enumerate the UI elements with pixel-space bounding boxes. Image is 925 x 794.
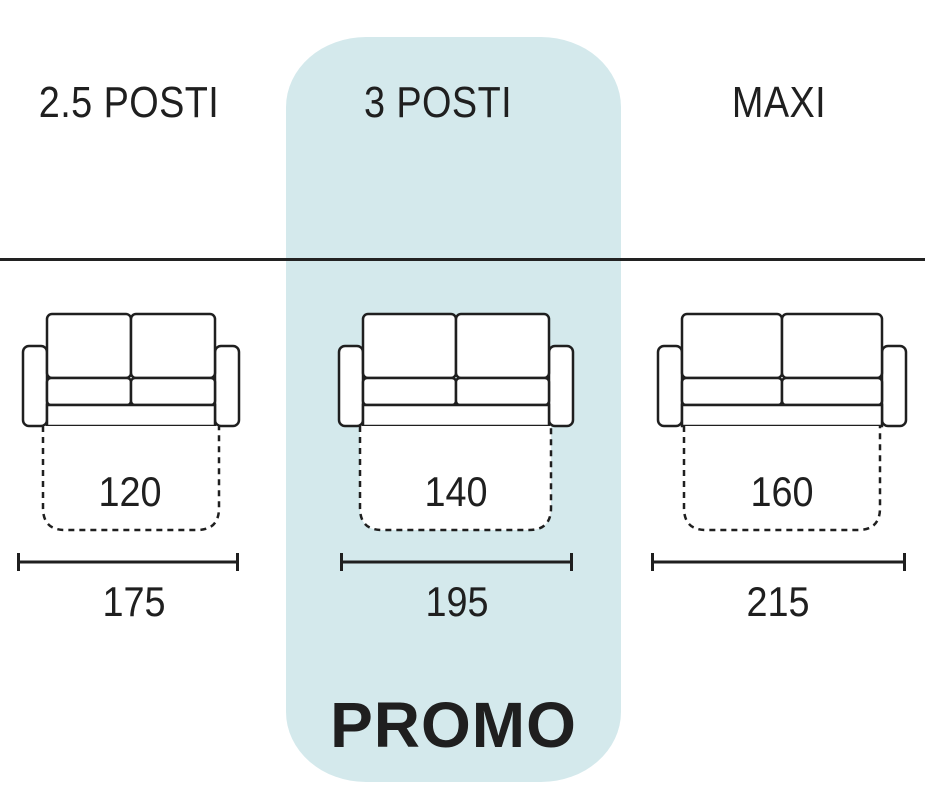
total-width-maxi: 215 [746, 578, 810, 625]
sofa-seat-cushion [45, 376, 133, 407]
sofa-right-arm [880, 344, 908, 428]
sofa-back-cushion [45, 312, 133, 380]
total-width-3-posti: 195 [425, 578, 489, 625]
bed-extension-outline [41, 426, 221, 532]
sofa-left-arm [656, 344, 684, 428]
model-title-3-posti: 3 POSTI [363, 78, 513, 127]
bed-extension-outline [358, 426, 553, 532]
total-width-2-5-posti: 175 [102, 578, 166, 625]
sofa-seat-cushion [454, 376, 551, 407]
promo-label: PROMO [330, 689, 577, 761]
seat-width-maxi: 160 [750, 468, 814, 515]
sofa-back-cushion [129, 312, 217, 380]
sofa-left-arm [337, 344, 365, 428]
sofa-seat-cushion [361, 376, 458, 407]
model-title-2-5-posti: 2.5 POSTI [38, 78, 220, 127]
bed-extension-outline [682, 426, 882, 532]
model-title-maxi: MAXI [731, 78, 827, 127]
sofa-left-arm [21, 344, 49, 428]
sofa-front-frame [45, 403, 217, 428]
sofa-seat-cushion [780, 376, 884, 407]
sofa-back-cushion [680, 312, 784, 380]
sofa-back-cushion [454, 312, 551, 380]
sofa-right-arm [547, 344, 575, 428]
sofa-front-frame [680, 403, 884, 428]
sofa-seat-cushion [129, 376, 217, 407]
divider-line [0, 258, 925, 261]
sofa-right-arm [213, 344, 241, 428]
sofa-back-cushion [780, 312, 884, 380]
sofa-front-frame [361, 403, 551, 428]
sofa-seat-cushion [680, 376, 784, 407]
sofa-back-cushion [361, 312, 458, 380]
seat-width-3-posti: 140 [424, 468, 488, 515]
seat-width-2-5-posti: 120 [98, 468, 162, 515]
